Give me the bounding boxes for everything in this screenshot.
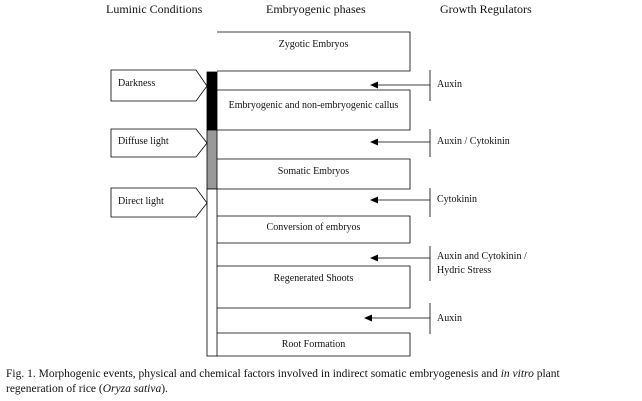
phase-box-5 (217, 265, 411, 309)
light-bar-diffuse (206, 129, 218, 190)
phase-box-4 (217, 215, 411, 244)
caption-italic-species: Oryza sativa (102, 383, 162, 395)
phase-box-6 (217, 332, 411, 357)
phase-label-root-formation: Root Formation (281, 339, 346, 350)
phase-label-conversion: Conversion of embryos (266, 222, 361, 233)
phase-label-callus: Embryogenic and non-embryogenic callus (228, 100, 399, 111)
light-bar-direct (206, 188, 218, 357)
light-bar-darkness (206, 71, 218, 131)
caption-text-3: regeneration of rice ( (6, 383, 103, 395)
regulator-label-auxin-1: Auxin (437, 79, 462, 90)
luminic-label-direct-light: Direct light (118, 196, 164, 207)
luminic-label-diffuse-light: Diffuse light (118, 136, 169, 147)
caption-text-2: plant (533, 368, 560, 380)
phase-label-zygotic-embryos: Zygotic Embryos (278, 39, 349, 50)
phase-box-3 (217, 158, 411, 190)
regulator-label-auxin-2: Auxin (437, 313, 462, 324)
figure-caption: Fig. 1. Morphogenic events, physical and… (6, 367, 636, 397)
caption-text-1: Fig. 1. Morphogenic events, physical and… (6, 368, 501, 380)
caption-italic-in-vitro: in vitro (500, 368, 534, 380)
header-luminic-conditions: Luminic Conditions (106, 2, 203, 16)
regulator-label-auxin-cytokinin: Auxin / Cytokinin (437, 136, 510, 147)
regulator-label-cytokinin: Cytokinin (437, 194, 478, 205)
phase-box-2 (217, 89, 411, 131)
phase-label-somatic-embryos: Somatic Embryos (277, 166, 350, 177)
darkness-tag (110, 69, 208, 102)
phase-box-1 (217, 31, 411, 72)
direct-light-tag (110, 187, 208, 218)
regulator-label-auxin-and-cytokinin: Auxin and Cytokinin / (437, 251, 527, 262)
header-growth-regulators: Growth Regulators (440, 2, 532, 16)
arrow-head-3 (370, 196, 378, 204)
caption-text-4: ). (161, 383, 168, 395)
luminic-label-darkness: Darkness (118, 78, 156, 89)
diffuse-light-tag (110, 128, 208, 158)
arrow-head-4 (370, 254, 378, 262)
arrow-head-1 (370, 81, 378, 89)
phase-label-regenerated-shoots: Regenerated Shoots (273, 273, 354, 284)
header-embryogenic-phases: Embryogenic phases (266, 2, 366, 16)
arrow-head-5 (364, 314, 372, 322)
regulator-label-hydric-stress: Hydric Stress (437, 265, 492, 276)
arrow-head-2 (370, 138, 378, 146)
